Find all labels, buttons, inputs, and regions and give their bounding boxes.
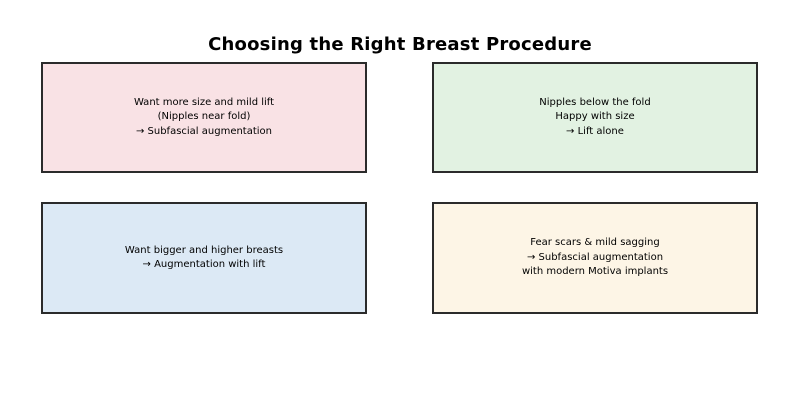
decision-box-subfascial-augmentation: Want more size and mild lift (Nipples ne… bbox=[41, 62, 367, 173]
decision-box-text: Want more size and mild lift (Nipples ne… bbox=[134, 96, 274, 140]
decision-box-augmentation-with-lift: Want bigger and higher breasts → Augment… bbox=[41, 202, 367, 314]
box-line: Happy with size bbox=[555, 111, 635, 123]
box-line: → Subfascial augmentation bbox=[135, 125, 273, 137]
decision-box-motiva-implants: Fear scars & mild sagging → Subfascial a… bbox=[432, 202, 758, 314]
decision-box-lift-alone: Nipples below the fold Happy with size →… bbox=[432, 62, 758, 173]
box-line: Want more size and mild lift bbox=[133, 96, 275, 108]
box-line: → Subfascial augmentation bbox=[526, 251, 664, 263]
box-line: (Nipples near fold) bbox=[157, 111, 251, 123]
box-line: → Lift alone bbox=[566, 125, 624, 137]
decision-box-text: Want bigger and higher breasts → Augment… bbox=[125, 244, 283, 273]
box-line: Want bigger and higher breasts bbox=[124, 244, 284, 256]
box-line: Fear scars & mild sagging bbox=[530, 237, 660, 249]
figure-title: Choosing the Right Breast Procedure bbox=[208, 34, 592, 55]
box-line: with modern Motiva implants bbox=[521, 266, 669, 278]
decision-box-text: Nipples below the fold Happy with size →… bbox=[539, 96, 650, 140]
box-line: Nipples below the fold bbox=[539, 96, 651, 108]
decision-box-text: Fear scars & mild sagging → Subfascial a… bbox=[522, 236, 668, 280]
box-line: → Augmentation with lift bbox=[142, 259, 266, 270]
